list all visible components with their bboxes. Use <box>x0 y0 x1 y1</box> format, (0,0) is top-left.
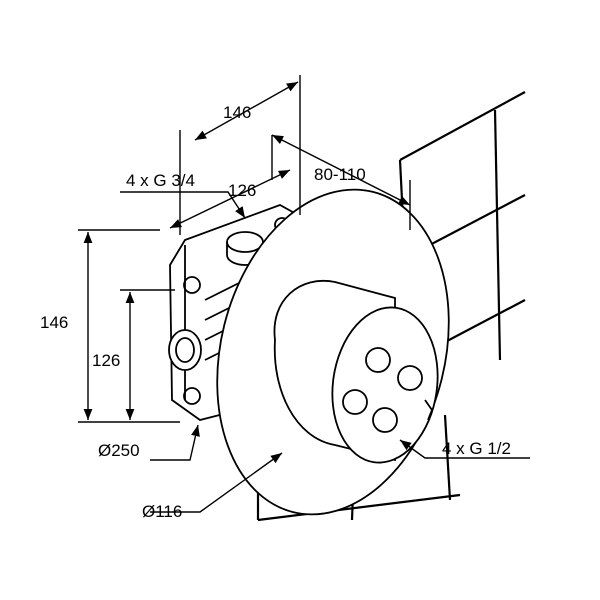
dimension-connections-top: 4 x G 3/4 <box>126 171 195 190</box>
dimension-lines <box>78 75 530 513</box>
dimension-housing-diameter: Ø116 <box>142 502 183 521</box>
dimension-depth-inner: 126 <box>228 181 257 200</box>
dimension-connections-front: 4 x G 1/2 <box>442 439 511 458</box>
valve-housing <box>273 279 439 464</box>
dimension-height-inner: 126 <box>92 351 121 370</box>
dimension-height-total: 146 <box>40 313 69 332</box>
dimension-disc-diameter: Ø250 <box>98 441 140 460</box>
dimension-wall-range: 80-110 <box>314 165 366 184</box>
dimension-depth-total: 146 <box>223 103 252 122</box>
hex-nut <box>342 347 423 433</box>
